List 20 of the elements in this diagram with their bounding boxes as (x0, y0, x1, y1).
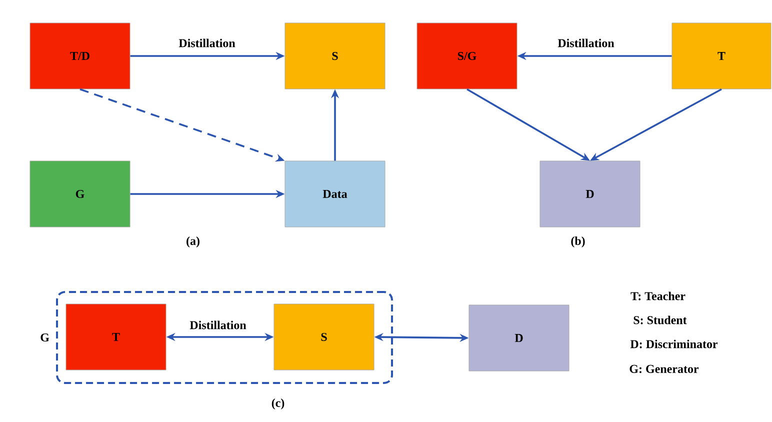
legend-text: S: Student (634, 316, 687, 324)
edge-label: Distillation (178, 38, 236, 48)
process-box: T/D (30, 22, 130, 90)
panel-caption: (c) (272, 398, 284, 410)
legend-text: D: Discriminator (630, 340, 718, 348)
process-box: S (274, 304, 374, 370)
process-box: D (540, 160, 640, 228)
group-label: G (40, 333, 50, 342)
process-box: T (672, 22, 772, 90)
process-box: T (66, 304, 166, 370)
panel-caption: (a) (186, 236, 200, 248)
edge-label: Distillation (188, 320, 248, 330)
process-box: S (284, 22, 386, 90)
process-box: G (30, 160, 130, 228)
legend-text: T: Teacher (630, 292, 686, 300)
process-box: D (468, 304, 570, 372)
process-box: S/G (416, 22, 518, 90)
legend-text: G: Generator (630, 364, 699, 374)
process-box: Data (284, 160, 386, 228)
edge-label: Distillation (556, 38, 616, 48)
